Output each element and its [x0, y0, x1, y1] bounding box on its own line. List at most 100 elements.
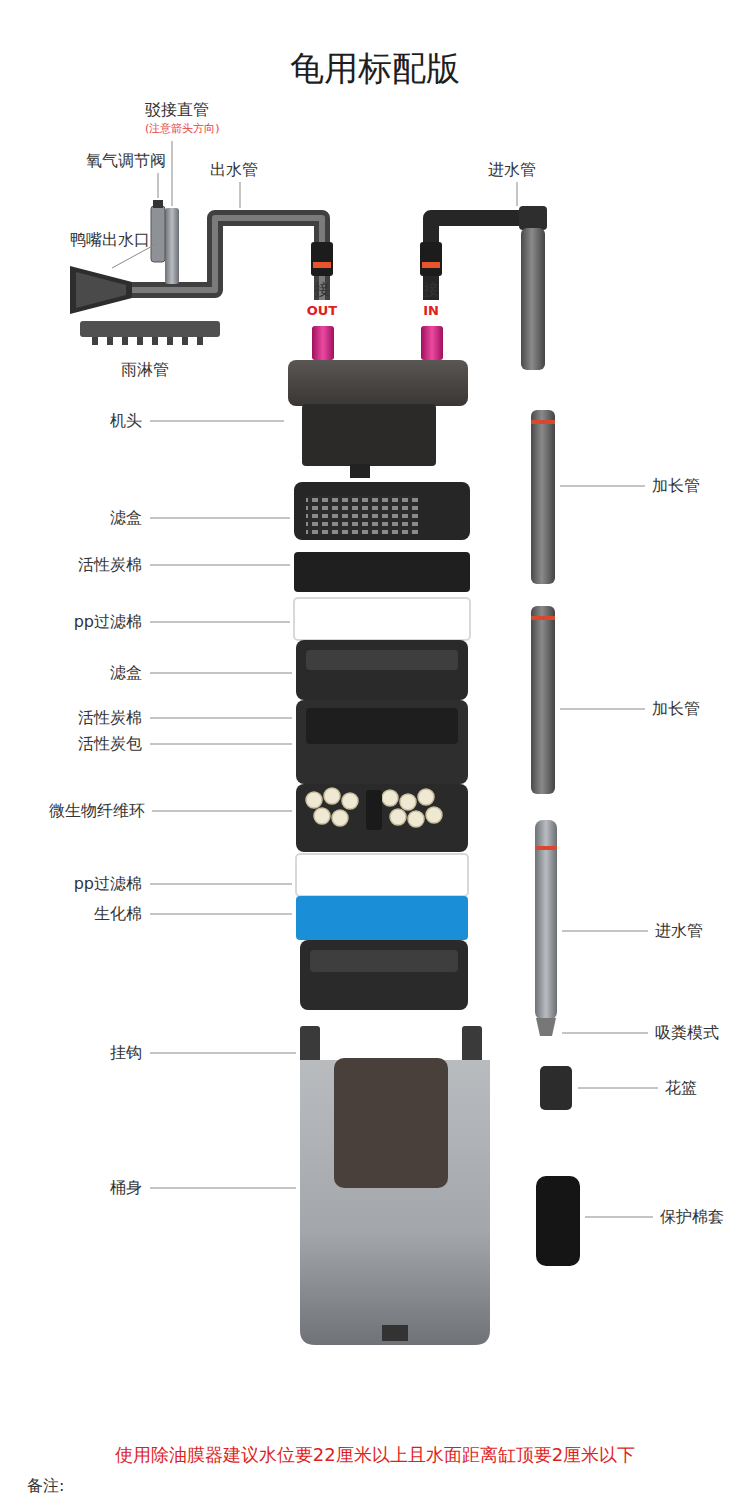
suction-tip: [536, 1018, 556, 1036]
bucket: [300, 1026, 490, 1345]
nozzle: [182, 337, 188, 345]
remark-label: 备注:: [27, 1476, 64, 1495]
inlet-tube-upper: [521, 228, 545, 370]
leader-line: [150, 421, 284, 422]
straight-joint: [165, 208, 179, 284]
part-label: 加长管: [652, 699, 700, 718]
part-label: 进水管: [488, 160, 536, 179]
part-label: 花篮: [665, 1078, 697, 1097]
part-label: pp过滤棉: [74, 612, 142, 631]
connect-label: 接: [314, 280, 330, 299]
duck-bill-inner: [76, 272, 126, 308]
air-valve: [151, 206, 165, 262]
tray-inner: [310, 950, 458, 972]
charcoal-sponge: [294, 552, 470, 592]
inlet-pipe: [420, 206, 547, 370]
part-label: 吸粪模式: [655, 1023, 719, 1042]
part-label: 雨淋管: [121, 360, 169, 379]
bucket-inner-panel: [334, 1058, 448, 1188]
leader-line: [150, 884, 292, 885]
leader-lines: [112, 141, 658, 1217]
part-label: 机头: [110, 411, 142, 430]
part-label: 滤盒: [110, 663, 142, 682]
bio-ring: [306, 792, 322, 808]
in-knob: [421, 326, 443, 360]
bio-ring: [382, 790, 398, 806]
leader-line: [150, 1053, 296, 1054]
rain-bar-body: [80, 321, 220, 337]
leader-line: [517, 182, 518, 206]
leader-line: [562, 1033, 648, 1034]
orange-ring: [422, 262, 440, 268]
orange-ring: [313, 262, 331, 268]
bio-ring: [332, 810, 348, 826]
leader-line: [150, 673, 292, 674]
nozzle: [197, 337, 203, 345]
part-label: 保护棉套: [660, 1207, 724, 1226]
extension-tube: [531, 410, 555, 584]
leader-line: [150, 622, 290, 623]
leader-line: [150, 718, 292, 719]
title: 龟用标配版: [290, 48, 460, 89]
inlet-tube-lower: [535, 820, 557, 1020]
extension-tube: [531, 606, 555, 794]
pipe-connector: [420, 242, 442, 276]
port-label: OUT: [307, 303, 337, 319]
filter-head: [288, 326, 468, 478]
part-label: 进水管: [655, 921, 703, 940]
tube-ring: [535, 846, 557, 850]
leader-line: [150, 914, 292, 915]
head-pump-outlet: [350, 464, 370, 478]
leader-line: [150, 518, 290, 519]
tubes: [531, 410, 580, 1266]
bio-ring: [324, 788, 340, 804]
leader-line: [585, 1217, 653, 1218]
nozzle: [137, 337, 143, 345]
port-label: IN: [423, 303, 439, 319]
pp-sponge: [294, 598, 470, 640]
leader-line: [562, 931, 648, 932]
leader-line: [172, 141, 173, 206]
part-label: 桶身: [110, 1178, 142, 1197]
strainer: [540, 1066, 572, 1110]
bio-ring: [418, 789, 434, 805]
part-label: 鸭嘴出水口: [70, 230, 150, 249]
bio-ring: [390, 809, 406, 825]
leader-line: [150, 1188, 296, 1189]
foam-sleeve: [536, 1176, 580, 1266]
part-label: pp过滤棉: [74, 874, 142, 893]
warning-note: 使用除油膜器建议水位要22厘米以上且水面距离缸顶要2厘米以下: [115, 1444, 635, 1466]
part-label: 加长管: [652, 476, 700, 495]
inlet-pipe-body: [431, 218, 532, 300]
leader-line: [578, 1088, 658, 1089]
filter-stack: [294, 482, 470, 1010]
pp-sponge: [296, 854, 468, 896]
filter-tray: [296, 700, 468, 784]
out-knob: [312, 326, 334, 360]
bio-sponge: [296, 896, 468, 940]
leader-line: [240, 182, 241, 208]
duck-bill-outlet: [70, 266, 132, 314]
part-label: 活性炭棉: [78, 555, 142, 574]
leader-line: [150, 744, 292, 745]
note-label: (注意箭头方向): [145, 122, 220, 135]
rain-bar: [80, 321, 220, 345]
part-label: 活性炭包: [78, 734, 142, 753]
filter-tray: [300, 940, 468, 1010]
nozzle: [122, 337, 128, 345]
bucket-latch: [382, 1325, 408, 1341]
nozzle: [167, 337, 173, 345]
part-label: 活性炭棉: [78, 708, 142, 727]
part-label: 生化棉: [94, 904, 142, 923]
head-pump: [302, 404, 436, 466]
charcoal-bag: [306, 708, 458, 744]
air-valve-cap: [153, 200, 163, 208]
bio-ring: [342, 793, 358, 809]
part-label: 驳接直管: [145, 100, 209, 119]
head-top: [288, 360, 468, 406]
bio-ring: [408, 811, 424, 827]
leader-line: [150, 565, 290, 566]
part-label: 出水管: [210, 160, 258, 179]
leader-line: [560, 709, 645, 710]
nozzle: [152, 337, 158, 345]
